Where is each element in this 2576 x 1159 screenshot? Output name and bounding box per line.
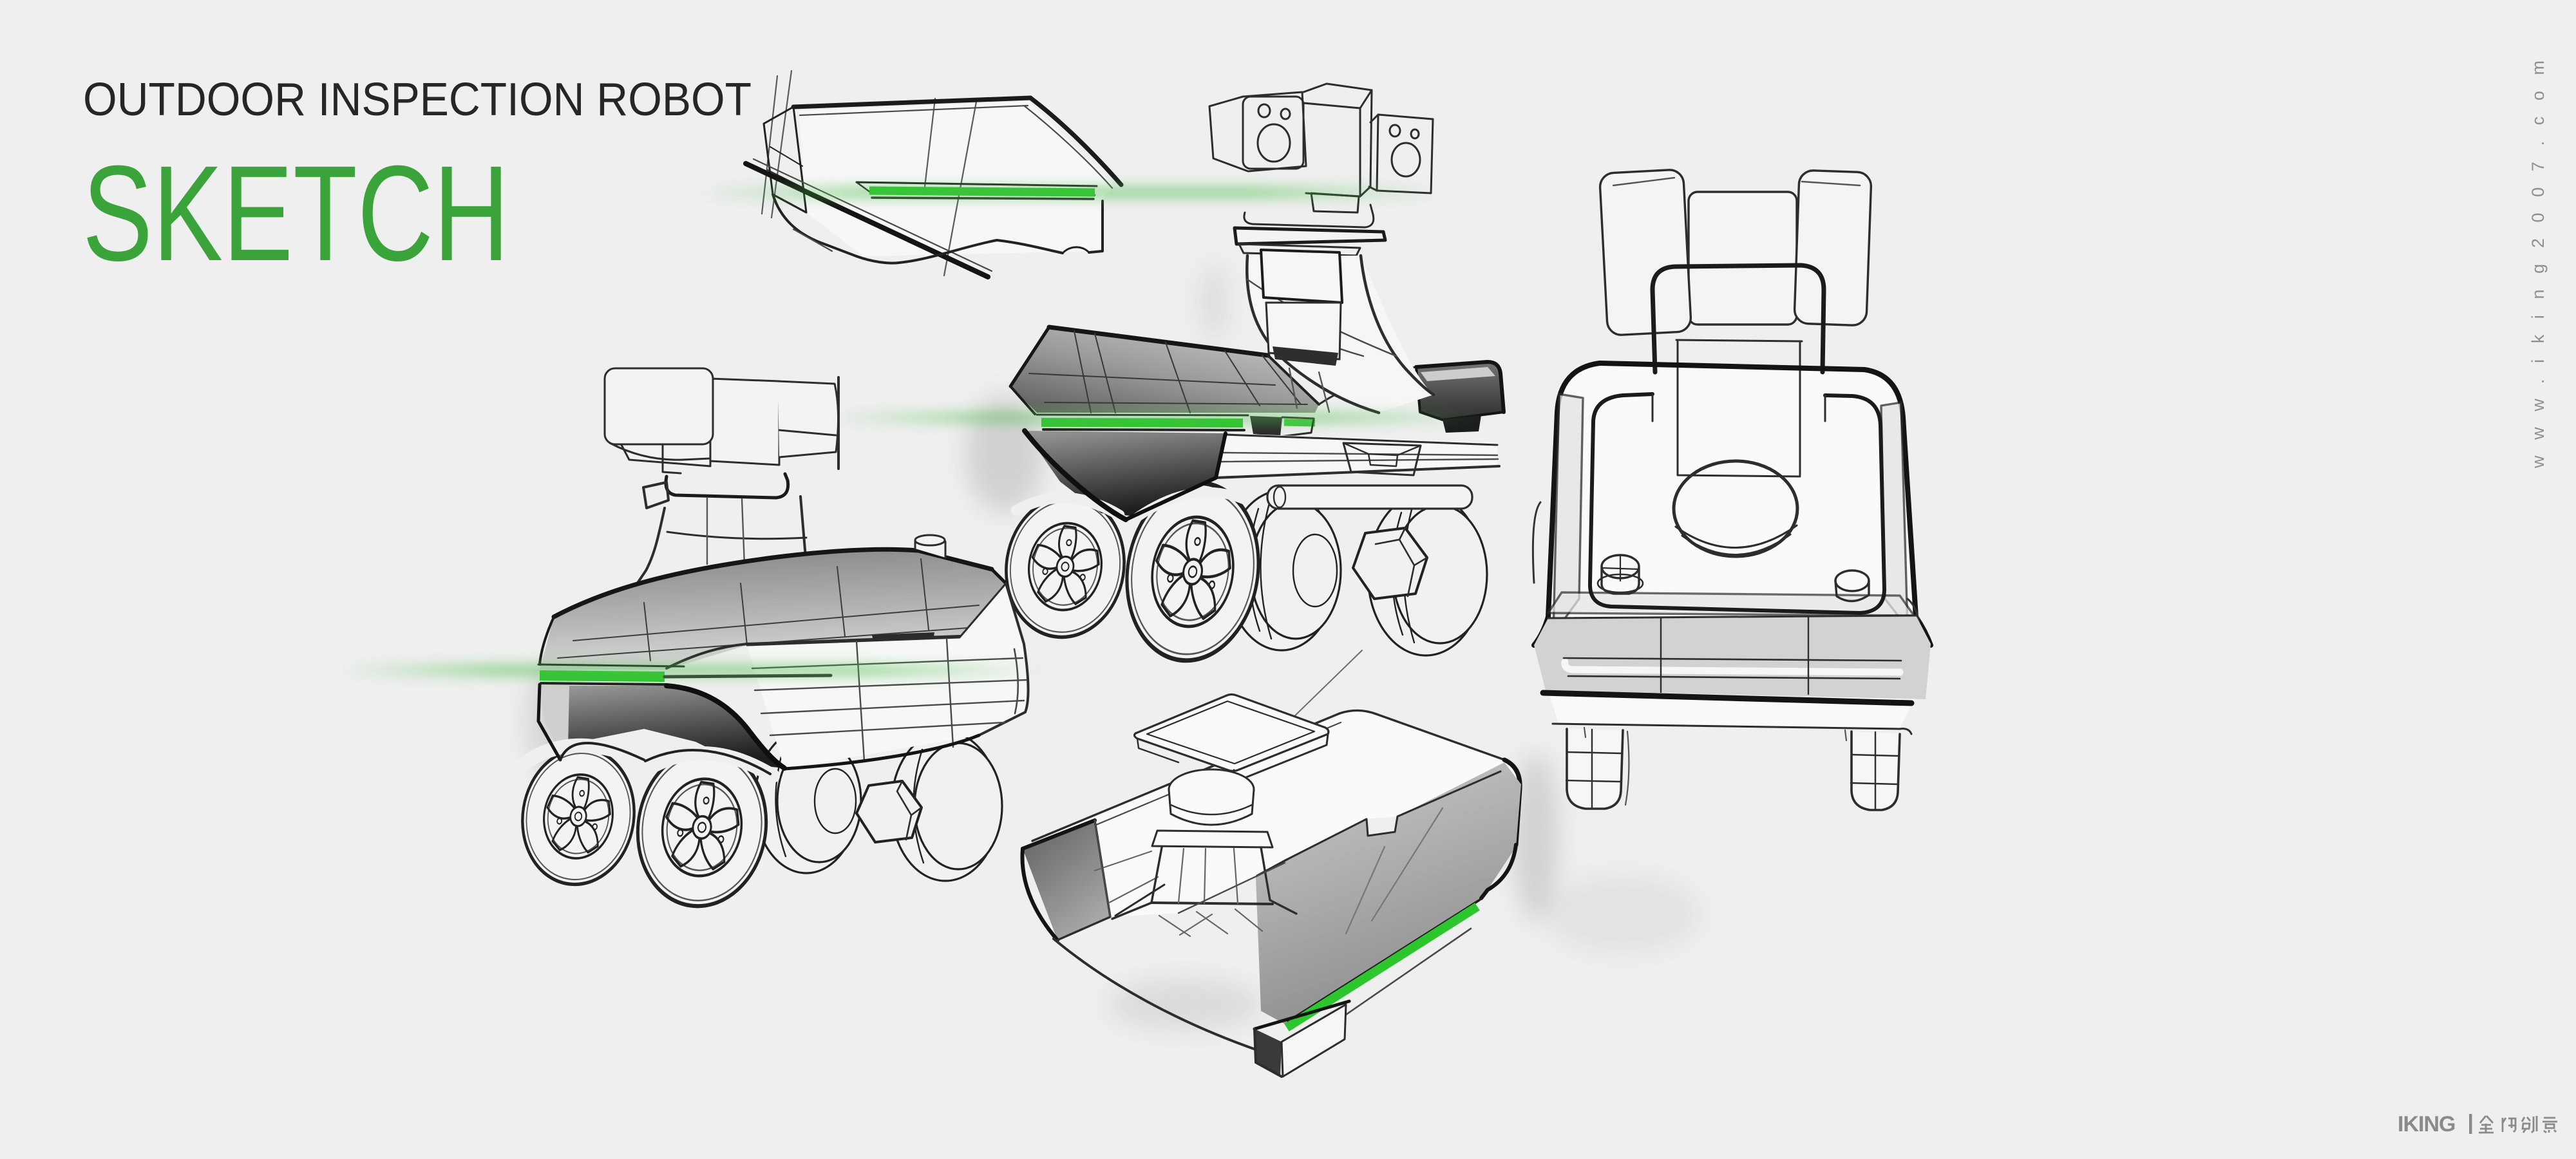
svg-text:OUTDOOR INSPECTION ROBOT: OUTDOOR INSPECTION ROBOT xyxy=(83,74,752,126)
svg-text:SKETCH: SKETCH xyxy=(82,137,509,289)
svg-text:IKING: IKING xyxy=(2398,1112,2455,1136)
svg-text:www.iking2007.com: www.iking2007.com xyxy=(2528,61,2548,469)
